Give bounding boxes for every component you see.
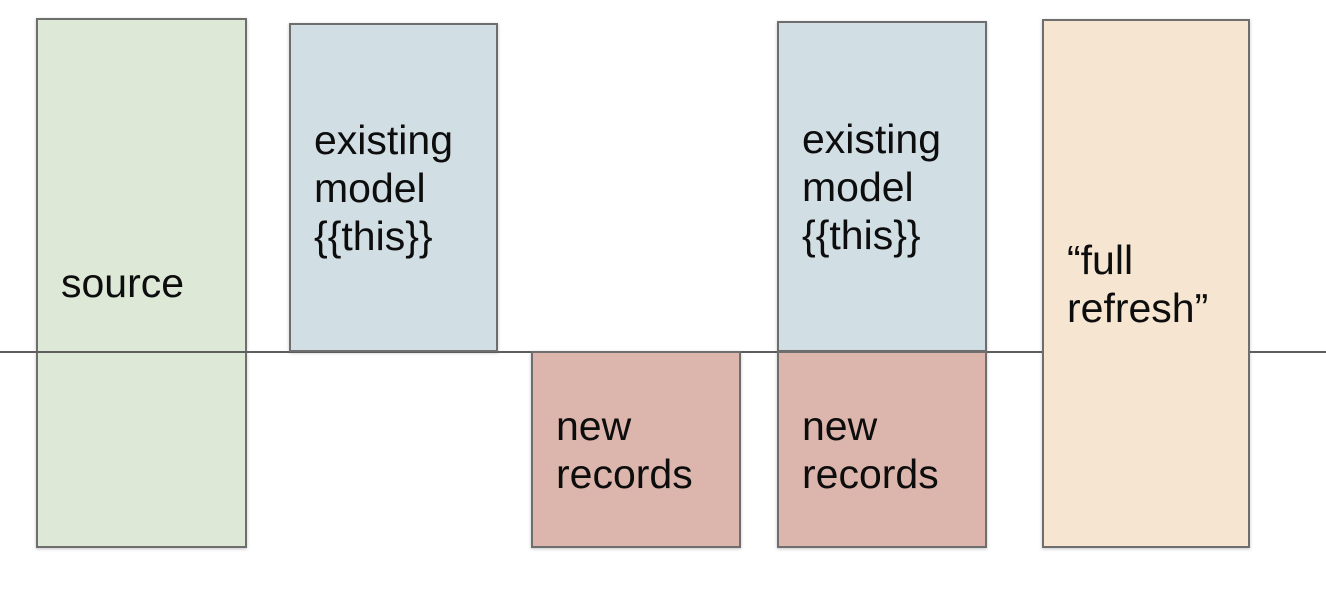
full-refresh-box-label: “full refresh” bbox=[1067, 236, 1209, 331]
new-records-box-2: new records bbox=[777, 351, 987, 548]
existing-model-box-2-label: existing model {{this}} bbox=[802, 115, 942, 258]
existing-model-box-1-label: existing model {{this}} bbox=[314, 116, 454, 259]
source-box-label: source bbox=[61, 260, 185, 306]
new-records-box-1-label: new records bbox=[556, 402, 693, 497]
existing-model-box-1: existing model {{this}} bbox=[289, 23, 498, 352]
source-box: source bbox=[36, 18, 247, 548]
new-records-box-2-label: new records bbox=[802, 402, 939, 497]
new-records-box-1: new records bbox=[531, 351, 741, 548]
existing-model-box-2: existing model {{this}} bbox=[777, 21, 987, 352]
full-refresh-box: “full refresh” bbox=[1042, 19, 1250, 548]
